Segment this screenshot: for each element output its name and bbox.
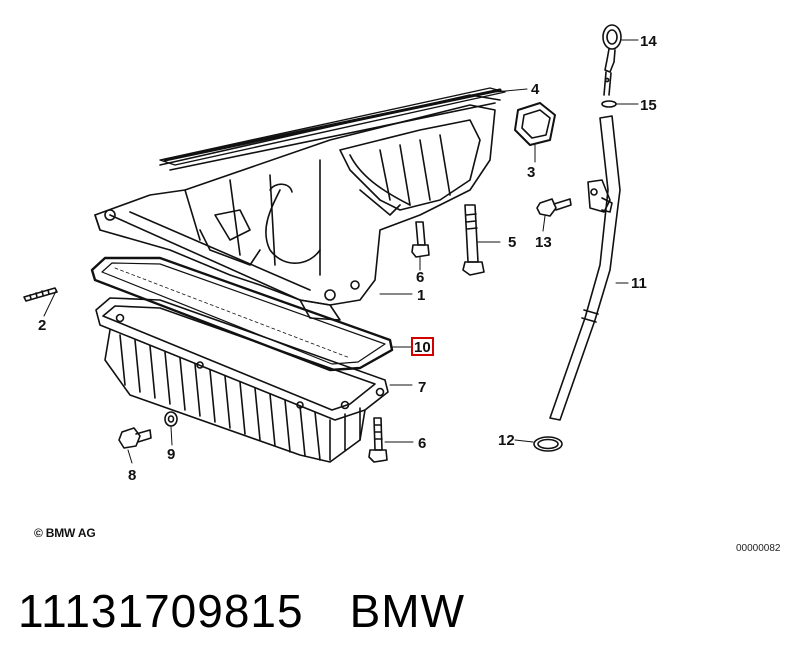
short-bolt-lower (368, 417, 388, 463)
callout-labels: 1 2 3 4 5 6 6 7 8 9 10 11 12 13 14 15 (38, 33, 657, 484)
o-ring (533, 436, 563, 452)
leader-lines (43, 39, 639, 464)
callout-10-highlight (411, 337, 434, 356)
copyright-notice: © BMW AG (34, 526, 96, 540)
lower-oil-pan (95, 297, 389, 463)
callout-6-lower: 6 (418, 435, 426, 452)
callout-8: 8 (128, 467, 136, 484)
callout-11: 11 (631, 275, 647, 292)
callout-10: 10 (414, 339, 431, 356)
callout-13: 13 (535, 234, 552, 251)
callout-9: 9 (167, 446, 175, 463)
callout-12: 12 (498, 432, 515, 449)
callout-1: 1 (417, 287, 425, 304)
callout-7: 7 (418, 379, 426, 396)
top-gasket (159, 87, 506, 166)
part-caption: 11131709815 BMW (18, 584, 465, 638)
callout-14: 14 (640, 33, 657, 50)
long-bolt (462, 204, 485, 276)
stud-bolt (23, 287, 58, 302)
callout-6-upper: 6 (416, 269, 424, 286)
seal-ring (601, 100, 617, 108)
callout-2: 2 (38, 317, 46, 334)
grommet (514, 102, 556, 146)
part-number: 11131709815 (18, 585, 304, 637)
dipstick (602, 24, 622, 96)
pan-gasket (90, 256, 394, 372)
callout-5: 5 (508, 234, 516, 251)
bracket-bolt (536, 198, 572, 217)
drain-plug (118, 427, 152, 449)
dipstick-tube (549, 115, 621, 421)
washer (164, 411, 178, 427)
diagram-id: 00000082 (736, 543, 781, 554)
brand-name: BMW (349, 585, 466, 637)
callout-3: 3 (527, 164, 535, 181)
short-bolt-upper (411, 221, 430, 258)
callout-15: 15 (640, 97, 657, 114)
callout-4: 4 (531, 81, 540, 98)
upper-oil-pan (94, 88, 502, 321)
